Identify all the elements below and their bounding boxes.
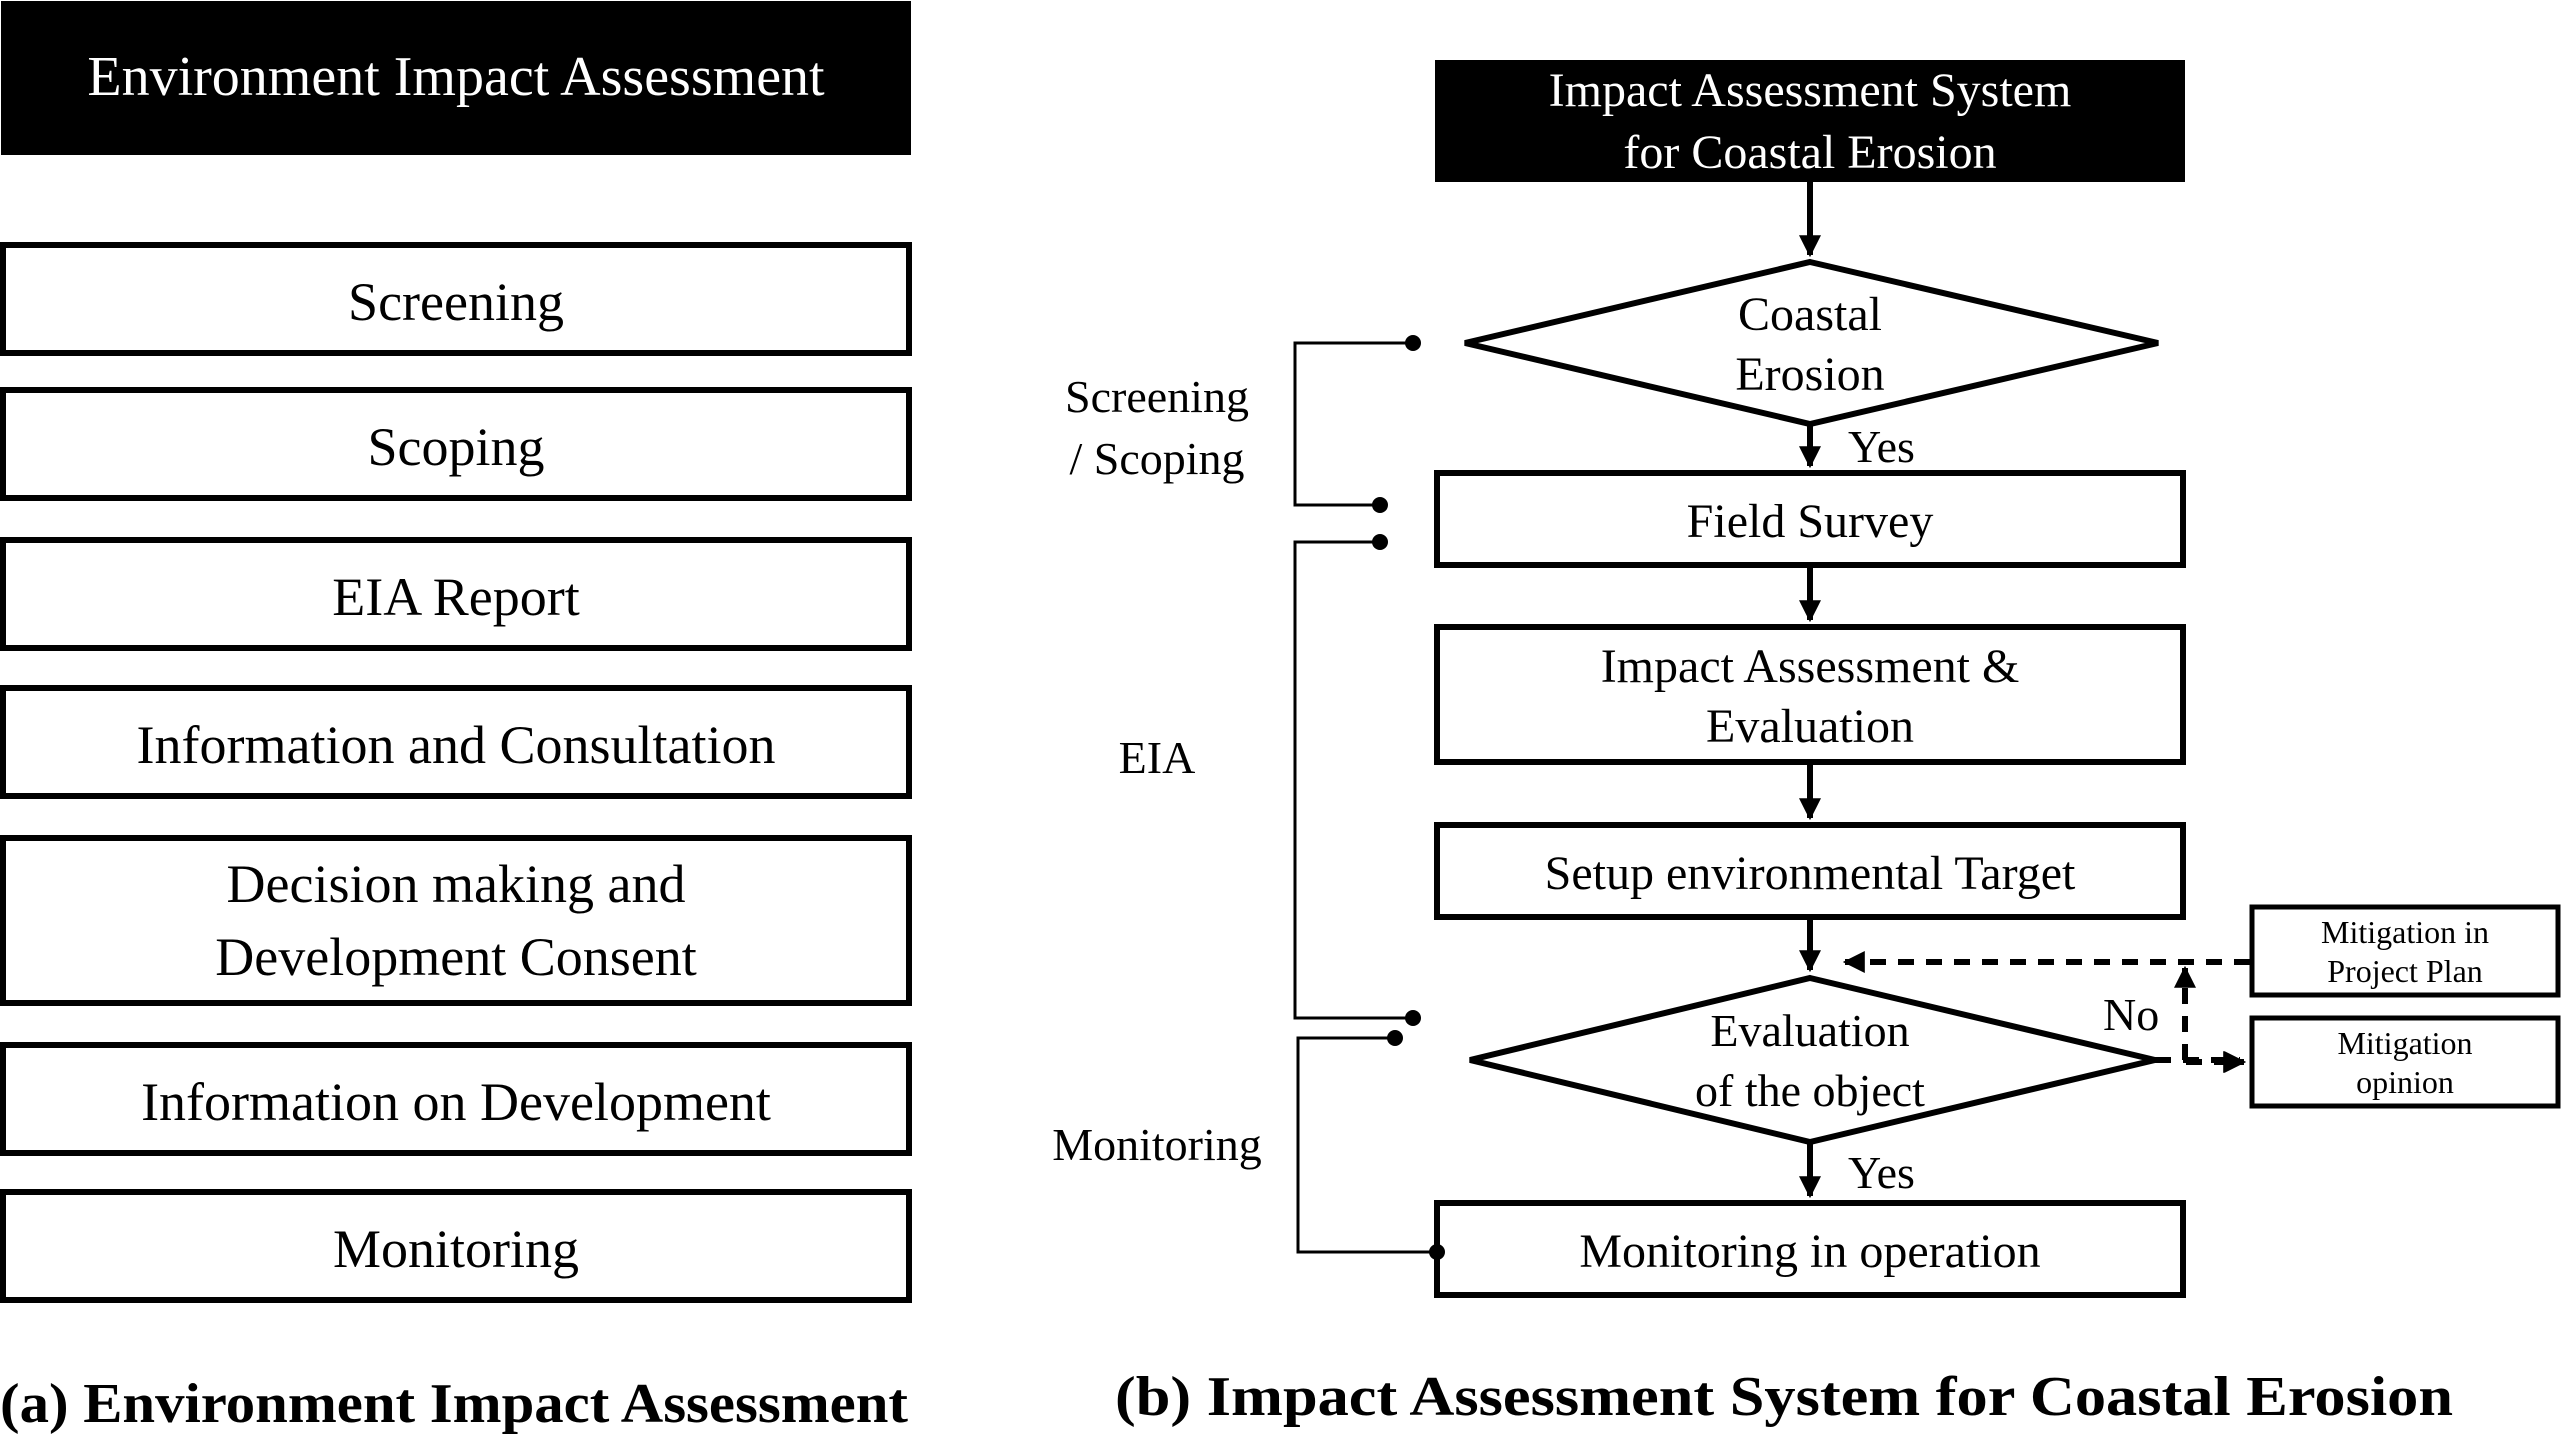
caption-a: (a) Environment Impact Assessment [0, 1373, 908, 1435]
eia-step-information-development [0, 1042, 912, 1156]
monitoring-operation-label: Monitoring in operation [1579, 1225, 2040, 1278]
phase-bracket-eia [1293, 534, 1421, 1026]
yes-label: Yes [1848, 1147, 1915, 1198]
impact-evaluation-box [1434, 624, 2186, 765]
setup-target-label: Setup environmental Target [1545, 847, 2076, 900]
phase-bracket-monitoring [1296, 1030, 1445, 1260]
mitigation-opinion-label: opinion [2356, 1064, 2454, 1100]
eia-step-label: Monitoring [333, 1219, 579, 1279]
bracket-dot [1372, 497, 1388, 513]
bracket-dot [1405, 335, 1421, 351]
mitigation-opinion-box [2249, 1015, 2561, 1109]
coastal-erosion-panel: Impact Assessment System for Coastal Ero… [1052, 60, 2561, 1428]
system-header-line: Impact Assessment System [1549, 64, 2072, 117]
decision-evaluation-object [1469, 974, 2156, 1146]
decision-label: Coastal [1738, 288, 1882, 341]
eia-step-label: Scoping [367, 417, 544, 477]
eia-panel: Environment Impact Assessment Screening … [0, 1, 912, 1435]
eia-step-monitoring [0, 1189, 912, 1303]
mitigation-opinion-label: Mitigation [2337, 1025, 2472, 1061]
phase-bracket-screening-scoping [1293, 335, 1421, 513]
setup-target-box [1434, 822, 2186, 920]
eia-step-scoping [0, 387, 912, 501]
eia-step-decision [0, 835, 912, 1006]
eia-step-label: Information and Consultation [137, 715, 776, 775]
decision-label: Evaluation [1710, 1005, 1909, 1056]
mitigation-plan-label: Project Plan [2327, 953, 2483, 989]
eia-header-box [1, 1, 911, 155]
field-survey-label: Field Survey [1687, 495, 1934, 548]
bracket-dot [1372, 534, 1388, 550]
yes-label: Yes [1848, 421, 1915, 472]
impact-evaluation-label: Evaluation [1706, 700, 1914, 753]
phase-label-scoping: / Scoping [1069, 433, 1244, 484]
impact-evaluation-label: Impact Assessment & [1601, 640, 2020, 693]
decision-label: of the object [1695, 1065, 1925, 1116]
system-header-box [1435, 60, 2185, 182]
mitigation-plan-box [2249, 904, 2561, 998]
eia-step-consultation [0, 685, 912, 799]
mitigation-plan-label: Mitigation in [2321, 914, 2489, 950]
phase-label-screening: Screening [1065, 371, 1249, 422]
no-label: No [2103, 989, 2159, 1040]
phase-label-monitoring: Monitoring [1052, 1119, 1262, 1170]
eia-header-title: Environment Impact Assessment [87, 46, 825, 108]
eia-step-label: Decision making and [227, 854, 686, 914]
bracket-dot [1387, 1030, 1403, 1046]
monitoring-operation-box [1434, 1200, 2186, 1298]
eia-step-label: Development Consent [215, 927, 696, 987]
eia-step-screening [0, 242, 912, 356]
phase-label-eia: EIA [1119, 732, 1196, 783]
caption-b: (b) Impact Assessment System for Coastal… [1115, 1366, 2453, 1428]
eia-step-label: Information on Development [141, 1072, 771, 1132]
eia-step-label: Screening [348, 272, 564, 332]
decision-label: Erosion [1735, 348, 1884, 401]
bracket-dot [1429, 1244, 1445, 1260]
eia-step-label: EIA Report [332, 567, 579, 627]
bracket-dot [1405, 1010, 1421, 1026]
eia-step-eia-report [0, 537, 912, 651]
system-header-line: for Coastal Erosion [1623, 126, 1996, 179]
